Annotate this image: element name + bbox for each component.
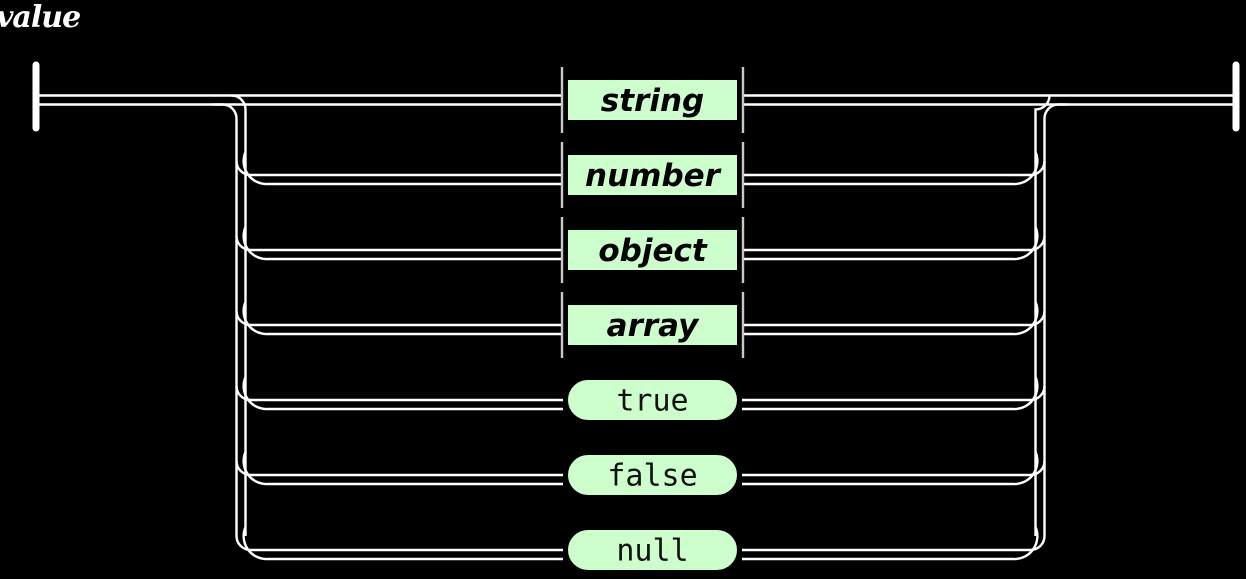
node-term-shape-null (563, 525, 742, 575)
diagram-title: value (0, 0, 81, 35)
node-array[interactable]: array (560, 292, 745, 358)
node-box-fill-array (563, 300, 742, 350)
node-box-border-array (563, 300, 742, 350)
branch-right-1 (742, 151, 1039, 186)
node-label-null: null (616, 534, 688, 569)
branch-right-3 (742, 301, 1039, 336)
node-false[interactable]: false (563, 450, 742, 500)
node-label-true: true (616, 384, 688, 419)
branch-right-6 (742, 526, 1039, 561)
node-term-shape-false (563, 450, 742, 500)
branch-right-4 (742, 376, 1039, 411)
branch-right-4 (742, 385, 1046, 402)
node-label-string: string (601, 83, 704, 119)
right-rail-top-corner (1034, 95, 1051, 119)
branch-right-5 (742, 460, 1046, 477)
branch-right-3 (742, 310, 1046, 327)
branch-left-2 (235, 235, 563, 252)
branch-left-6 (235, 535, 563, 552)
branch-right-1 (742, 160, 1046, 177)
node-label-false: false (607, 459, 697, 494)
branch-right-2 (742, 226, 1039, 261)
node-box-border-string (563, 75, 742, 125)
node-box-border-object (563, 225, 742, 275)
node-term-shape-true (563, 375, 742, 425)
node-label-array: array (607, 308, 700, 344)
branch-right-5 (742, 451, 1039, 486)
node-box-fill-number (563, 150, 742, 200)
left-rail-top-corner (212, 103, 238, 119)
node-true[interactable]: true (563, 375, 742, 425)
node-label-object: object (598, 233, 708, 269)
branch-left-4 (235, 385, 563, 402)
node-string[interactable]: string (560, 67, 745, 133)
node-object[interactable]: object (560, 217, 745, 283)
branch-right-6 (742, 535, 1046, 552)
branch-left-6 (242, 526, 563, 561)
node-box-fill-object (563, 225, 742, 275)
node-box-fill-string (563, 75, 742, 125)
node-number[interactable]: number (560, 142, 745, 208)
branch-right-2 (742, 235, 1046, 252)
node-box-border-number (563, 150, 742, 200)
branch-left-3 (242, 301, 563, 336)
branch-left-3 (235, 310, 563, 327)
branch-left-1 (235, 160, 563, 177)
branch-left-5 (242, 451, 563, 486)
branch-left-4 (242, 376, 563, 411)
branch-left-1 (242, 151, 563, 186)
nodes-layer: string number object array true false null (560, 67, 745, 575)
branch-left-2 (242, 226, 563, 261)
node-null[interactable]: null (563, 525, 742, 575)
branch-left-5 (235, 460, 563, 477)
node-label-number: number (585, 158, 722, 194)
left-rail-top-corner (231, 94, 247, 119)
rails-layer (32, 61, 1240, 561)
right-rail-top-corner (1043, 103, 1069, 119)
